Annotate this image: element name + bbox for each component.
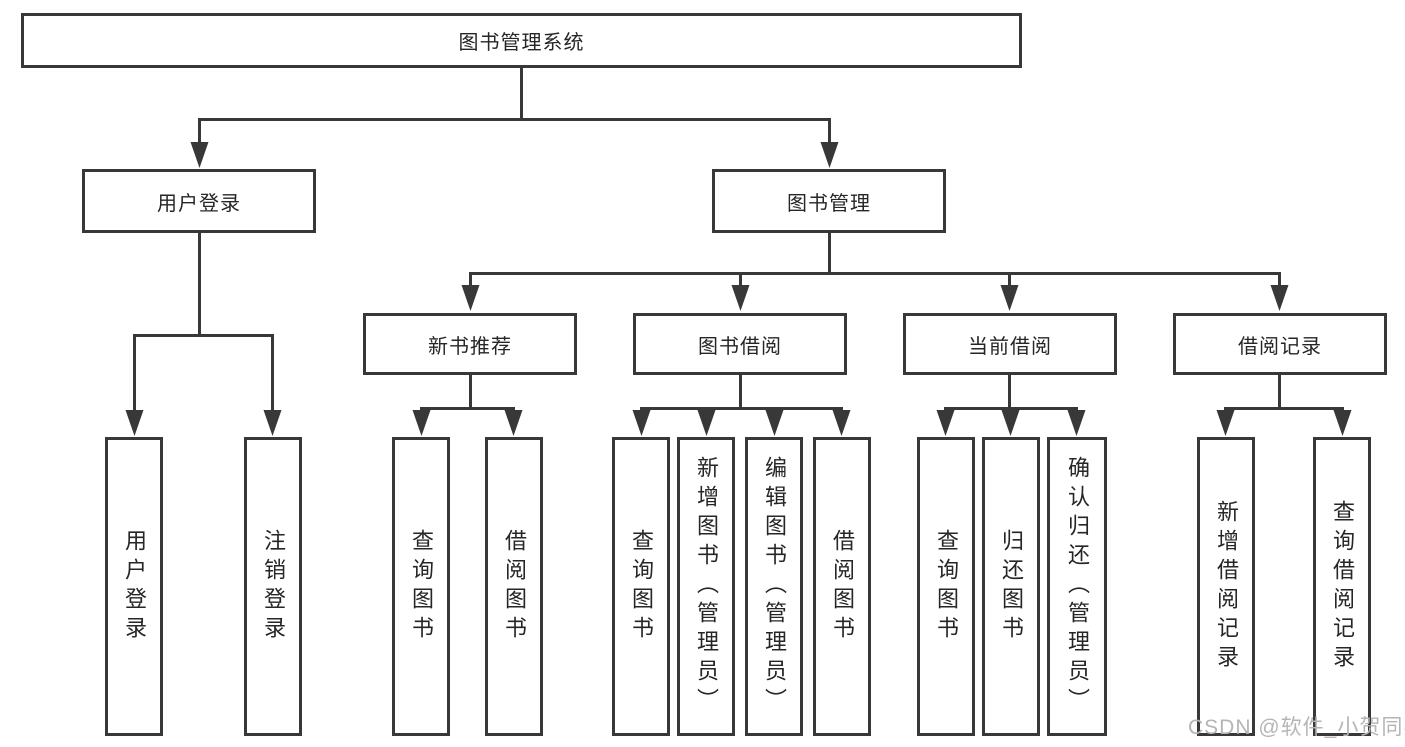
leaf-logout-label: 注销登录 [261, 528, 286, 645]
leaf-current-query-books-label: 查询图书 [934, 528, 959, 645]
leaf-current-confirm-return-admin-label: 确认归还（管理员） [1065, 456, 1090, 717]
leaf-bookborrow-edit-books-admin-label: 编辑图书（管理员） [762, 456, 787, 717]
node-root-system: 图书管理系统 [21, 13, 1022, 68]
node-book-management-label: 图书管理 [787, 192, 871, 215]
node-borrow-records-label: 借阅记录 [1238, 335, 1322, 358]
node-book-management: 图书管理 [712, 169, 946, 233]
leaf-bookborrow-edit-books-admin: 编辑图书（管理员） [745, 437, 803, 736]
node-new-book-recommend-label: 新书推荐 [428, 335, 512, 358]
leaf-bookborrow-add-books-admin: 新增图书（管理员） [677, 437, 735, 736]
leaf-logout: 注销登录 [244, 437, 302, 736]
leaf-records-add-borrow-record-label: 新增借阅记录 [1214, 499, 1239, 674]
leaf-user-login-label: 用户登录 [122, 528, 147, 645]
csdn-watermark: CSDN @软件_小贺同学 [1188, 716, 1405, 739]
node-book-borrow: 图书借阅 [633, 313, 847, 375]
node-current-borrow-label: 当前借阅 [968, 335, 1052, 358]
leaf-newbook-borrow-books: 借阅图书 [485, 437, 543, 736]
node-new-book-recommend: 新书推荐 [363, 313, 577, 375]
leaf-bookborrow-borrow-books-label: 借阅图书 [830, 528, 855, 645]
leaf-user-login: 用户登录 [105, 437, 163, 736]
node-current-borrow: 当前借阅 [903, 313, 1117, 375]
leaf-records-query-borrow-record: 查询借阅记录 [1313, 437, 1371, 736]
connector-paths [133, 68, 1344, 420]
leaf-bookborrow-add-books-admin-label: 新增图书（管理员） [694, 456, 719, 717]
leaf-records-query-borrow-record-label: 查询借阅记录 [1330, 499, 1355, 674]
leaf-records-add-borrow-record: 新增借阅记录 [1197, 437, 1255, 736]
leaf-newbook-query-books: 查询图书 [392, 437, 450, 736]
node-user-login: 用户登录 [82, 169, 316, 233]
leaf-bookborrow-borrow-books: 借阅图书 [813, 437, 871, 736]
node-borrow-records: 借阅记录 [1173, 313, 1387, 375]
leaf-current-return-books: 归还图书 [982, 437, 1040, 736]
leaf-bookborrow-query-books-label: 查询图书 [629, 528, 654, 645]
node-user-login-label: 用户登录 [157, 192, 241, 215]
node-root-label: 图书管理系统 [458, 32, 585, 54]
leaf-newbook-borrow-books-label: 借阅图书 [502, 528, 527, 645]
node-book-borrow-label: 图书借阅 [698, 335, 782, 358]
leaf-bookborrow-query-books: 查询图书 [612, 437, 670, 736]
leaf-current-return-books-label: 归还图书 [999, 528, 1024, 645]
leaf-current-query-books: 查询图书 [917, 437, 975, 736]
arrowheads [125, 142, 1352, 436]
leaf-newbook-query-books-label: 查询图书 [409, 528, 434, 645]
leaf-current-confirm-return-admin: 确认归还（管理员） [1047, 437, 1107, 736]
